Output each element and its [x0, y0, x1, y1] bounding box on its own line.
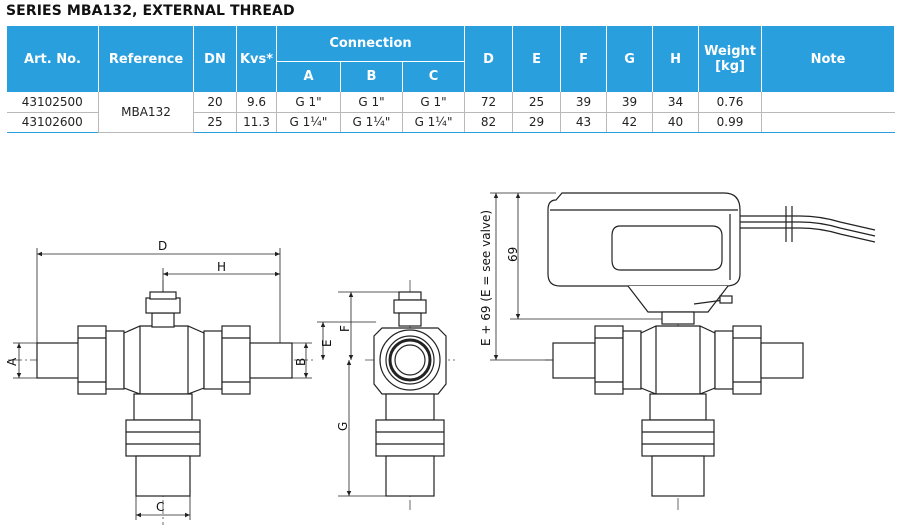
cell-h: 34	[652, 92, 699, 113]
header-e: E	[512, 26, 562, 92]
header-d: D	[464, 26, 514, 92]
dimension-label-c: C	[156, 500, 164, 514]
table-row: 43102500 MBA132 20 9.6 G 1" G 1" G 1" 72…	[6, 92, 895, 133]
cell-g: 39	[606, 92, 653, 113]
cell-e: 29	[512, 112, 561, 133]
header-weight-line2: [kg]	[715, 59, 745, 74]
cell-art-no: 43102600	[6, 112, 99, 133]
dimension-label-69: 69	[506, 247, 520, 262]
header-connection-b: B	[340, 60, 403, 92]
cell-d: 72	[464, 92, 513, 113]
cell-dn: 25	[193, 112, 237, 133]
front-view-drawing	[8, 280, 315, 525]
cell-e: 25	[512, 92, 561, 113]
cell-f: 43	[560, 112, 607, 133]
cell-kvs: 9.6	[236, 92, 277, 113]
table-row: 43102600 25 11.3 G 1¼" G 1¼" G 1¼" 82 29…	[6, 112, 895, 133]
front-view-dimensions	[13, 248, 312, 520]
series-title: SERIES MBA132, EXTERNAL THREAD	[6, 3, 295, 19]
header-h: H	[652, 26, 700, 92]
cell-dn: 20	[193, 92, 237, 113]
side-view-dimensions	[317, 291, 399, 497]
cell-g: 42	[606, 112, 653, 133]
cell-kvs: 11.3	[236, 112, 277, 133]
header-g: G	[606, 26, 654, 92]
cell-connection-c: G 1¼"	[401, 112, 465, 133]
header-kvs: Kvs*	[236, 26, 277, 92]
cell-weight: 0.99	[698, 112, 762, 133]
cell-connection-b: G 1¼"	[340, 112, 403, 133]
cell-h: 40	[652, 112, 699, 133]
header-note: Note	[761, 26, 896, 92]
header-connection: Connection	[275, 26, 466, 61]
dimension-label-e-plus-69: E + 69 (E = see valve)	[479, 210, 493, 346]
header-reference: Reference	[98, 26, 194, 92]
actuator-assembly-drawing	[545, 192, 876, 510]
side-view-drawing	[365, 280, 455, 510]
cell-note	[761, 112, 895, 133]
cell-connection-a: G 1¼"	[276, 112, 341, 133]
dimension-label-f: F	[338, 325, 352, 332]
cell-weight: 0.76	[698, 92, 762, 113]
dimension-label-h: H	[217, 260, 226, 274]
header-art-no: Art. No.	[6, 26, 99, 92]
cell-connection-b: G 1"	[340, 92, 403, 113]
specification-table: Art. No. Reference DN Kvs* Connection D …	[6, 26, 896, 133]
cell-f: 39	[560, 92, 607, 113]
header-connection-a: A	[276, 60, 341, 92]
cell-d: 82	[464, 112, 513, 133]
cell-connection-c: G 1"	[401, 92, 465, 113]
dimension-label-b: B	[294, 358, 308, 366]
header-f: F	[560, 26, 608, 92]
dimension-label-g: G	[336, 422, 350, 431]
dimension-label-a: A	[5, 357, 19, 366]
dimension-label-e: E	[320, 339, 334, 347]
technical-drawings: D H A B C E F G	[5, 192, 876, 525]
dimension-label-d: D	[158, 239, 167, 253]
header-dn: DN	[193, 26, 237, 92]
cell-reference: MBA132	[98, 92, 194, 133]
actuator-dimensions	[490, 192, 662, 361]
header-connection-c: C	[401, 60, 466, 92]
cell-art-no: 43102500	[6, 92, 99, 113]
cell-connection-a: G 1"	[276, 92, 341, 113]
header-weight: Weight [kg]	[698, 26, 763, 92]
cell-note	[761, 92, 895, 113]
header-weight-line1: Weight	[704, 44, 756, 59]
